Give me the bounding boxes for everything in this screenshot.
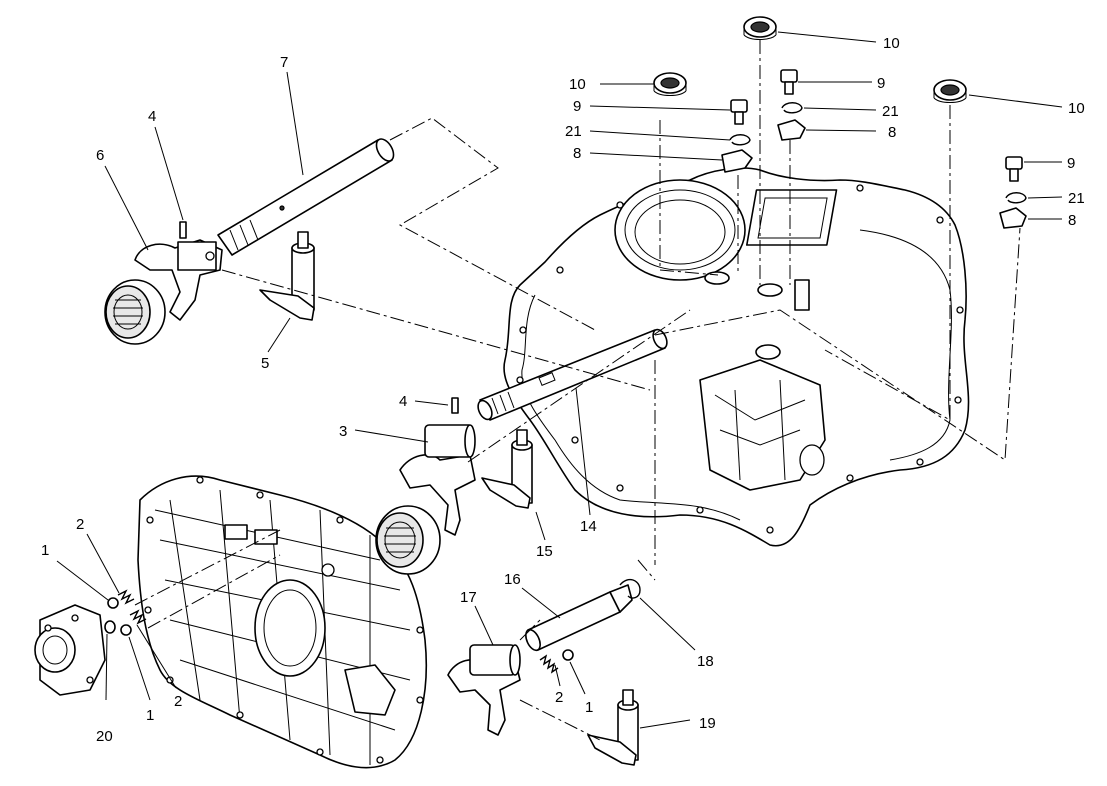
callout-8a: 8 bbox=[573, 145, 581, 162]
seal-10b bbox=[743, 16, 777, 40]
shift-fork-17 bbox=[447, 644, 521, 736]
ball-1c bbox=[562, 649, 574, 661]
callout-7: 7 bbox=[280, 54, 288, 71]
ball-1a bbox=[107, 597, 119, 609]
callout-4b: 4 bbox=[399, 393, 407, 410]
clip-21b bbox=[781, 102, 803, 114]
callout-20: 20 bbox=[96, 728, 113, 745]
clip-21c bbox=[1005, 192, 1027, 204]
callout-4a: 4 bbox=[148, 108, 156, 125]
bolt-9a bbox=[730, 99, 748, 125]
callout-21c: 21 bbox=[1068, 190, 1085, 207]
circlip-18 bbox=[619, 578, 641, 599]
shift-lever-19 bbox=[587, 689, 639, 766]
transmission-housing bbox=[503, 167, 970, 547]
callout-18: 18 bbox=[697, 653, 714, 670]
callout-16: 16 bbox=[504, 571, 521, 588]
spring-2c bbox=[539, 654, 559, 674]
callout-10a: 10 bbox=[569, 76, 586, 93]
synchro-sleeve-middle bbox=[375, 505, 441, 575]
spring-2b bbox=[129, 609, 147, 625]
callout-9b: 9 bbox=[877, 75, 885, 92]
callout-10c: 10 bbox=[1068, 100, 1085, 117]
callout-1a: 1 bbox=[41, 542, 49, 559]
callout-9c: 9 bbox=[1067, 155, 1075, 172]
rear-cover-plate bbox=[137, 475, 428, 769]
callout-2a: 2 bbox=[76, 516, 84, 533]
pin-4a bbox=[179, 221, 187, 239]
callout-2c: 2 bbox=[555, 689, 563, 706]
callout-19: 19 bbox=[699, 715, 716, 732]
callout-10b: 10 bbox=[883, 35, 900, 52]
callout-21a: 21 bbox=[565, 123, 582, 140]
pin-4b bbox=[451, 397, 459, 414]
ball-1b bbox=[120, 624, 132, 636]
spring-2a bbox=[117, 589, 135, 605]
callout-3: 3 bbox=[339, 423, 347, 440]
bolt-9b bbox=[780, 69, 798, 95]
callout-1c: 1 bbox=[585, 699, 593, 716]
callout-6: 6 bbox=[96, 147, 104, 164]
shift-shaft-7 bbox=[217, 138, 395, 256]
callout-15: 15 bbox=[536, 543, 553, 560]
seal-10a bbox=[653, 72, 687, 96]
leader-lines bbox=[56, 31, 1063, 729]
callout-5: 5 bbox=[261, 355, 269, 372]
plug-20 bbox=[104, 620, 116, 634]
callout-9a: 9 bbox=[573, 98, 581, 115]
callout-17: 17 bbox=[460, 589, 477, 606]
end-cap bbox=[34, 604, 106, 696]
clip-21a bbox=[729, 134, 751, 146]
callout-8c: 8 bbox=[1068, 212, 1076, 229]
callout-labels: 7 4 6 5 4 3 14 15 16 17 18 19 2 1 20 1 2… bbox=[41, 35, 1085, 745]
synchro-sleeve-upper bbox=[104, 279, 166, 345]
shift-fork-3 bbox=[399, 424, 476, 536]
shift-fork-6 bbox=[134, 239, 223, 321]
shift-lever-5 bbox=[259, 231, 315, 321]
plate-8a bbox=[721, 149, 753, 173]
callout-8b: 8 bbox=[888, 124, 896, 141]
shift-lever-15 bbox=[481, 429, 533, 509]
assembly-lines bbox=[134, 40, 1021, 741]
callout-2b: 2 bbox=[174, 693, 182, 710]
plate-8b bbox=[777, 119, 806, 141]
callout-1b: 1 bbox=[146, 707, 154, 724]
bolt-9c bbox=[1005, 156, 1023, 182]
shift-shaft-16 bbox=[525, 584, 633, 652]
callout-14: 14 bbox=[580, 518, 597, 535]
callout-21b: 21 bbox=[882, 103, 899, 120]
plate-8c bbox=[999, 207, 1027, 229]
seal-10c bbox=[933, 79, 967, 103]
